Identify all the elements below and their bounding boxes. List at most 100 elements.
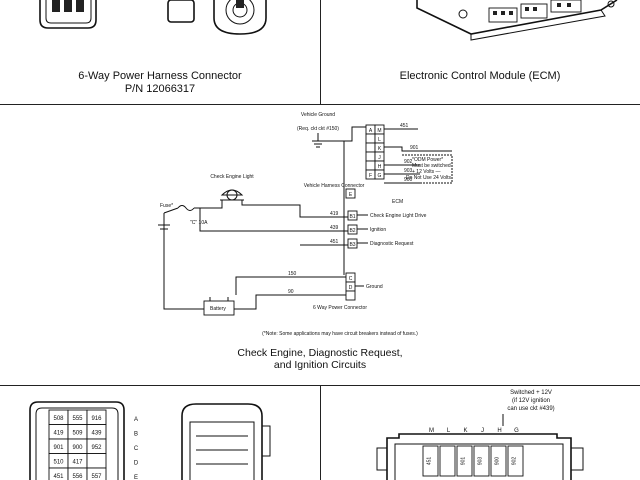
ground-note-label: (Req. ckt ckt #150) — [297, 126, 339, 132]
ecm-pin-number: 901 — [461, 457, 467, 466]
ecm-pin-letter: K — [463, 428, 467, 434]
ecm-pin-number: 451 — [427, 457, 433, 466]
vehicle-harness-connector-label: Vehicle Harness Connector — [304, 183, 365, 189]
odm-note-2: + 12 Volts — — [412, 169, 441, 175]
ecm-pin-letter: M — [429, 428, 434, 434]
connector-part-number: P/N 12066317 — [124, 83, 196, 95]
check-engine-light-label: Check Engine Light — [210, 174, 254, 180]
six-way-connector: C D — [345, 272, 356, 301]
wire-902: 902 — [404, 159, 413, 165]
ecm-title: Electronic Control Module (ECM) — [399, 70, 561, 82]
panel-divider-vertical-top — [320, 0, 321, 104]
wire-900: 900 — [404, 177, 413, 183]
pin-cell-number: 417 — [72, 460, 83, 466]
pin-k: K — [378, 146, 382, 152]
pin-cell-number: 555 — [72, 416, 83, 422]
wire-901: 901 — [410, 145, 419, 151]
panel-divider-horizontal-top — [0, 104, 640, 105]
row-letter: C — [134, 446, 139, 452]
fuse-label: Fuse* — [160, 203, 173, 209]
pin-j: J — [378, 155, 381, 161]
schematic-title: Check Engine, Diagnostic Request, and Ig… — [170, 347, 470, 371]
pin-b1: B1 — [349, 214, 355, 220]
pin-cell-number: 901 — [53, 445, 64, 451]
pin-cell-number: 900 — [72, 445, 83, 451]
ecm-pin-letter: L — [447, 428, 451, 434]
ecm-pin-slot — [507, 445, 524, 477]
pin-cell-number: 509 — [72, 431, 83, 437]
ecm-pin-number: 900 — [495, 457, 501, 466]
wire-903: 903 — [404, 168, 413, 174]
ecm-pin-letter: G — [514, 428, 519, 434]
pin-b3: B3 — [349, 242, 355, 248]
switched-note-line-2: (if 12V ignition — [512, 398, 550, 404]
power-harness-connector-illustration — [39, 0, 267, 35]
six-way-connector-label: 6 Way Power Connector — [313, 305, 367, 311]
pin-m: M — [377, 128, 381, 134]
ecm-connector-face: Switched + 12V (if 12V ignition can use … — [376, 390, 584, 480]
pin-cell-number: 439 — [91, 431, 102, 437]
pin-cell-number: 557 — [91, 474, 102, 480]
battery-symbol — [203, 300, 235, 316]
ground-label: Ground — [366, 284, 383, 290]
power-harness-connector-title: 6-Way Power Harness Connector P/N 120663… — [40, 70, 280, 96]
ignition-label: Ignition — [370, 227, 386, 233]
row-letter: B — [134, 431, 138, 437]
vehicle-ground-label: Vehicle Ground — [301, 112, 335, 118]
upper-pin-block: A M L K J H G F — [365, 124, 385, 180]
footnote-label: (*Note: Some applications may have circu… — [262, 331, 418, 337]
pin-cell-number: 916 — [91, 416, 102, 422]
pin-cell — [86, 453, 107, 469]
pin-cell-number: 510 — [53, 460, 64, 466]
ecm-pin-row: M 451 L K 901 J 903 H 900 G 902 — [422, 428, 524, 477]
pin-cell — [86, 467, 107, 480]
wire-90: 90 — [288, 289, 294, 295]
pin-a: A — [369, 128, 373, 134]
wire-451-upper: 451 — [400, 123, 409, 129]
wire-419: 419 — [330, 211, 339, 217]
row-letter: A — [134, 417, 138, 423]
pin-f: F — [369, 173, 372, 179]
ecm-pin-number: 902 — [512, 457, 518, 466]
ecm-signal-pins: B1 B2 B3 — [347, 210, 358, 249]
ecm-label: ECM — [392, 199, 403, 205]
pin-l: L — [378, 137, 381, 143]
connector-title-text: 6-Way Power Harness Connector — [78, 70, 242, 82]
ecm-pin-slot — [456, 445, 473, 477]
switched-note-line-1: Switched + 12V — [510, 390, 552, 396]
pin-h: H — [378, 164, 382, 170]
switched-note-line-3: can use ckt #439) — [507, 406, 554, 412]
ecm-pin-number: 903 — [478, 457, 484, 466]
ecm-connector-blocks — [488, 0, 582, 23]
ecm-illustration — [416, 0, 618, 41]
pin-cell-number: 952 — [91, 445, 102, 451]
pin-cell-number: 419 — [53, 431, 64, 437]
ecm-pin-letter: J — [481, 428, 484, 434]
odm-note-1: Must be switched — [412, 163, 451, 169]
check-engine-light-drive-label: Check Engine Light Drive — [370, 213, 427, 219]
wire-439: 439 — [330, 225, 339, 231]
ecm-pin-slot — [422, 445, 439, 477]
diagnostic-request-label: Diagnostic Request — [370, 241, 414, 247]
odm-note-3: Do Not Use 24 Volts — [406, 175, 452, 181]
pin-e: E — [349, 192, 353, 198]
row-letter: E — [134, 475, 138, 480]
panel-divider-vertical-bottom — [320, 385, 321, 480]
pin-c: C — [349, 276, 353, 282]
ecm-pin-letter: H — [497, 428, 501, 434]
ecm-pin-slot — [439, 445, 456, 477]
fuse-id-label: "C" 10A — [190, 220, 208, 226]
pin-g: G — [378, 173, 382, 179]
schematic-title-line-1: Check Engine, Diagnostic Request, — [237, 347, 403, 359]
wire-150: 150 — [288, 271, 297, 277]
wire-451-lower: 451 — [330, 239, 339, 245]
check-engine-schematic: Vehicle Ground (Req. ckt ckt #150) A M L… — [158, 112, 453, 337]
ecm-pin-slot — [490, 445, 507, 477]
schematic-title-line-2: and Ignition Circuits — [273, 359, 367, 371]
pin-b2: B2 — [349, 228, 355, 234]
ecm-pin-slot — [473, 445, 490, 477]
